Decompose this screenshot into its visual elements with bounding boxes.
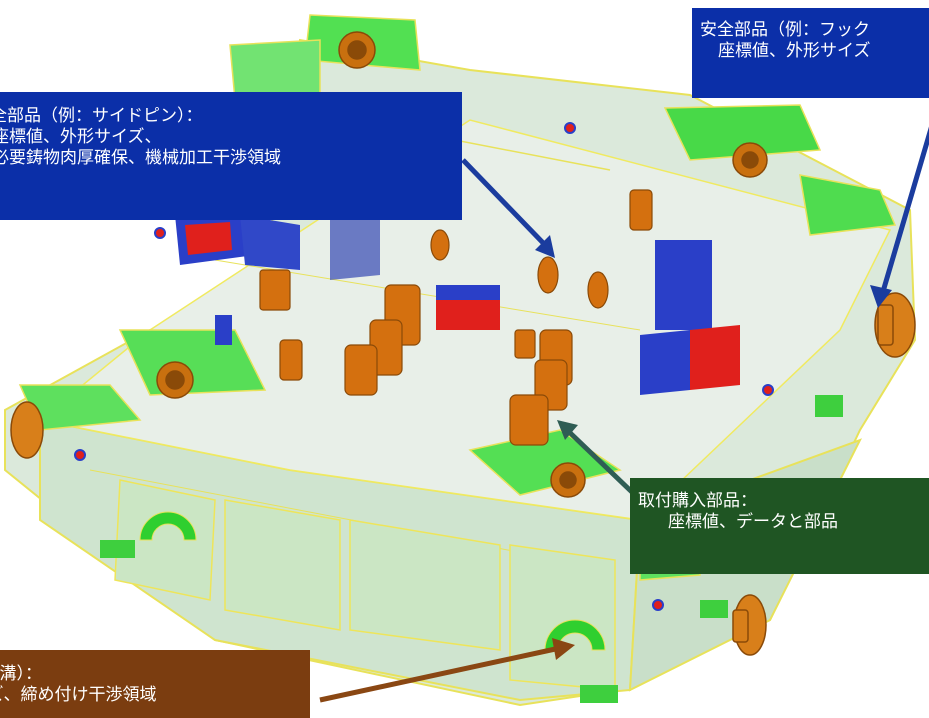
pad-bosses (156, 31, 768, 498)
callout-side-pin: 全部品（例：サイドピン）： 座標値、外形サイズ、 必要鋳物肉厚確保、機械加工干渉… (0, 92, 462, 220)
front-pockets (114, 479, 616, 691)
purchased-parts (259, 189, 653, 446)
callout-side-pin-line1: 全部品（例：サイドピン）： (0, 106, 203, 126)
callout-purchased-line1: 取付購入部品： (638, 491, 757, 511)
callout-u-groove: ：U溝）： イズ、締め付け干渉領域 (0, 650, 310, 718)
callout-purchased-line2: 座標値、データと部品 (668, 512, 838, 532)
callout-u-groove-line1: ：U溝）： (0, 664, 42, 684)
safety-blocks (175, 210, 740, 395)
callout-hook-line1: 安全部品（例：フック (700, 20, 870, 40)
callout-purchased-parts: 取付購入部品： 座標値、データと部品 (630, 478, 929, 574)
arrows (319, 126, 929, 703)
callout-side-pin-line2: 座標値、外形サイズ、 (0, 127, 162, 147)
u-grooves (139, 511, 606, 651)
callout-hook-line2: 座標値、外形サイズ (718, 41, 871, 61)
callout-side-pin-line3: 必要鋳物肉厚確保、機械加工干渉領域 (0, 148, 281, 168)
callout-hook: 安全部品（例：フック 座標値、外形サイズ (692, 8, 929, 98)
red-markers (74, 122, 774, 611)
callout-u-groove-line2: イズ、締め付け干渉領域 (0, 685, 157, 705)
side-pins (10, 292, 916, 656)
